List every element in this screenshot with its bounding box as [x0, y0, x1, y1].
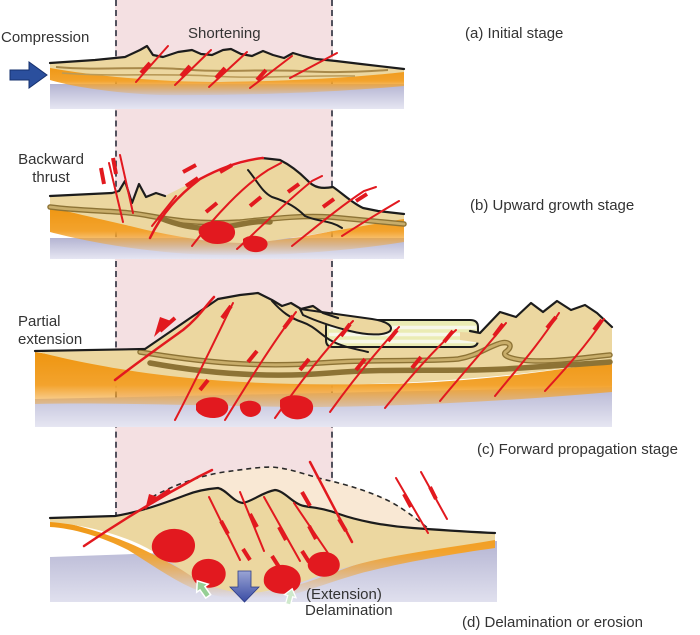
caption-a: (a) Initial stage — [465, 25, 564, 42]
panel-b-cross-section — [47, 154, 407, 259]
compression-label: Compression — [1, 29, 90, 46]
caption-d: (d) Delamination or erosion — [462, 614, 643, 631]
backward-thrust-faults — [99, 154, 177, 227]
thrust-faults-c — [113, 295, 605, 421]
caption-b: (b) Upward growth stage — [470, 197, 635, 214]
delamination-arrow-icon — [229, 570, 260, 603]
panel-d-cross-section — [48, 460, 497, 606]
panel-c-cross-section — [33, 291, 614, 427]
partial-extension-label: Partial extension — [18, 313, 83, 348]
nappe-lobe — [298, 307, 392, 336]
compression-arrow-icon — [9, 61, 48, 89]
faults-d — [82, 460, 448, 569]
shortening-label: Shortening — [188, 25, 261, 42]
thrust-faults-a — [135, 45, 338, 89]
magma-blobs-c — [196, 395, 314, 420]
extension-arrow-icon — [195, 579, 212, 600]
delamination-label: Delamination — [305, 602, 393, 619]
magma-blobs-d — [151, 528, 340, 594]
eroded-material — [155, 467, 430, 529]
pre-erosion-profile-dashed — [151, 466, 430, 530]
caption-c: (c) Forward propagation stage — [477, 441, 678, 458]
extension-label: (Extension) — [306, 586, 382, 603]
magma-blobs-b — [198, 220, 268, 253]
panel-a-cross-section — [9, 44, 406, 109]
extension-arrow-icon-2 — [283, 587, 298, 606]
backward-thrust-label: Backward thrust — [18, 151, 84, 186]
